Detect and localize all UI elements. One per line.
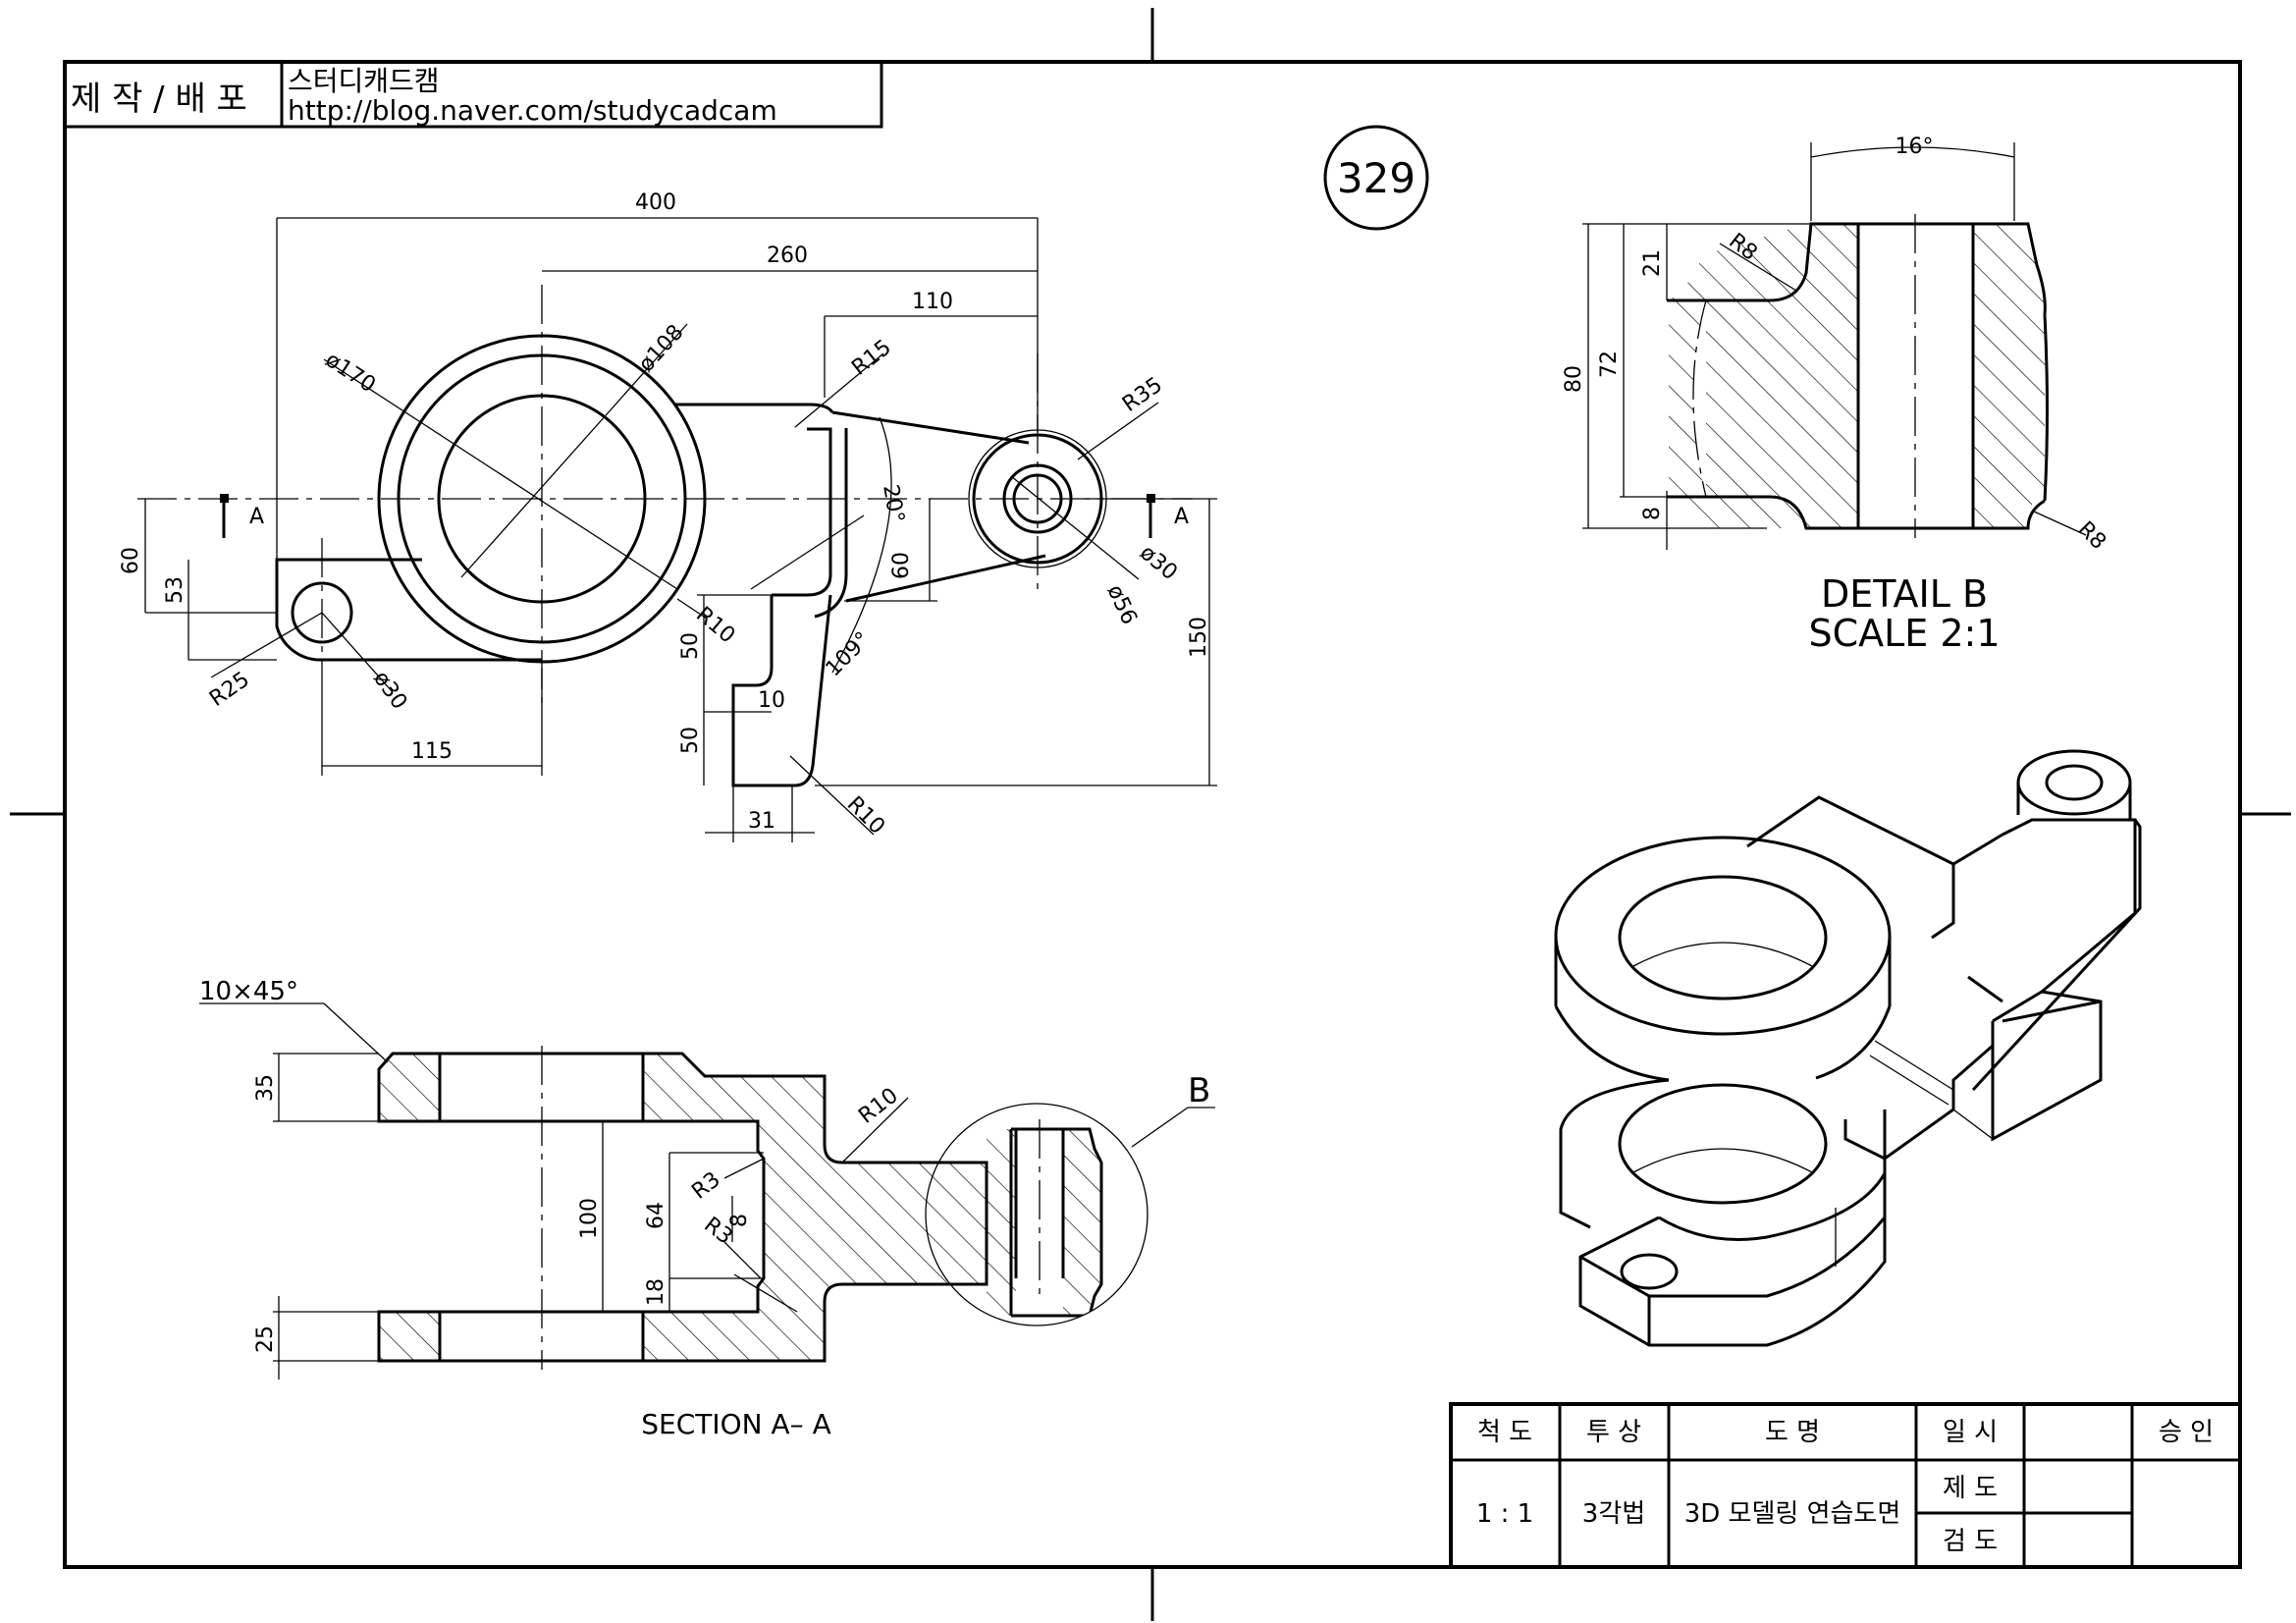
header-label: 제 작 / 배 포 xyxy=(71,80,247,119)
dim-r3-top: R3 xyxy=(687,1167,724,1205)
dim-d30-ear: ø30 xyxy=(368,667,411,714)
dim-r15: R15 xyxy=(847,335,895,380)
tb-checked-label: 검 도 xyxy=(1943,1527,1998,1556)
dim-20deg: 20° xyxy=(878,483,908,525)
detail-dim-r8-bottom: R8 xyxy=(2073,517,2110,555)
drawing-number-bubble: 329 xyxy=(1323,125,1429,231)
detail-dim-8: 8 xyxy=(1640,507,1665,520)
tb-scale-label: 척 도 xyxy=(1477,1418,1532,1447)
dim-60-left: 60 xyxy=(119,547,143,574)
detail-dim-72: 72 xyxy=(1597,351,1622,378)
dim-60-right: 60 xyxy=(889,552,914,579)
dim-260: 260 xyxy=(767,243,808,268)
dim-r10-section: R10 xyxy=(854,1083,902,1128)
dim-d170: ø170 xyxy=(321,348,380,398)
drawing-number: 329 xyxy=(1337,154,1415,202)
dim-64: 64 xyxy=(644,1202,668,1229)
dim-r25: R25 xyxy=(205,668,254,712)
detail-scale: SCALE 2:1 xyxy=(1808,612,2000,655)
dim-53: 53 xyxy=(163,576,187,604)
top-view: A A xyxy=(119,190,1217,842)
dim-109deg: 109° xyxy=(822,627,876,681)
tb-projection-label: 투 상 xyxy=(1586,1418,1641,1447)
dim-d108: ø108 xyxy=(634,320,689,377)
tb-date-label: 일 시 xyxy=(1943,1418,1998,1447)
tb-name-value: 3D 모델링 연습도면 xyxy=(1684,1499,1901,1529)
tb-drawn-label: 제 도 xyxy=(1943,1474,1998,1503)
detail-title: DETAIL B xyxy=(1821,572,1988,616)
dim-d56: ø56 xyxy=(1102,581,1142,628)
dim-35: 35 xyxy=(253,1074,278,1102)
header-author: 스터디캐드캠 xyxy=(288,65,440,97)
detail-dim-16deg: 16° xyxy=(1896,135,1934,159)
tb-name-label: 도 명 xyxy=(1765,1418,1820,1447)
title-block: 척 도 투 상 도 명 일 시 승 인 1 : 1 3각법 3D 모델링 연습도… xyxy=(1449,1402,2242,1569)
detail-b-view: 16° R8 21 80 72 8 R8 DETAIL B SCALE 2:1 xyxy=(1562,135,2110,655)
dim-115: 115 xyxy=(411,739,453,764)
author-header: 제 작 / 배 포 스터디캐드캠 http://blog.naver.com/s… xyxy=(63,60,883,129)
detail-dim-21: 21 xyxy=(1640,249,1665,277)
sheet-border xyxy=(10,8,2291,1621)
section-a-right: A xyxy=(1174,505,1189,529)
dim-r10-bottom: R10 xyxy=(842,792,889,839)
dim-r35: R35 xyxy=(1118,373,1167,417)
dim-31: 31 xyxy=(748,809,775,834)
dim-18: 18 xyxy=(644,1278,668,1306)
dim-25: 25 xyxy=(253,1325,278,1353)
section-title: SECTION A– A xyxy=(641,1408,830,1440)
tb-projection-value: 3각법 xyxy=(1582,1499,1645,1529)
section-a-left: A xyxy=(249,505,264,529)
dim-110: 110 xyxy=(912,290,953,314)
dim-8: 8 xyxy=(727,1214,752,1227)
tb-scale-value: 1 : 1 xyxy=(1476,1499,1533,1529)
dim-100: 100 xyxy=(577,1198,602,1239)
section-view: 10×45° 35 100 64 25 18 R3 R3 8 R10 B SEC… xyxy=(199,977,1215,1440)
dim-150: 150 xyxy=(1187,617,1211,658)
isometric-view xyxy=(1554,749,2142,1347)
dim-400: 400 xyxy=(635,190,676,215)
detail-b-callout: B xyxy=(1188,1071,1210,1110)
dim-10: 10 xyxy=(758,688,785,713)
dim-50-top: 50 xyxy=(678,632,703,660)
dim-d30-boss: ø30 xyxy=(1135,540,1182,585)
dim-chamfer: 10×45° xyxy=(199,977,298,1006)
tb-approval-label: 승 인 xyxy=(2159,1418,2214,1447)
header-url: http://blog.naver.com/studycadcam xyxy=(288,94,777,127)
detail-dim-80: 80 xyxy=(1562,365,1586,393)
dim-50-bottom: 50 xyxy=(678,727,703,754)
